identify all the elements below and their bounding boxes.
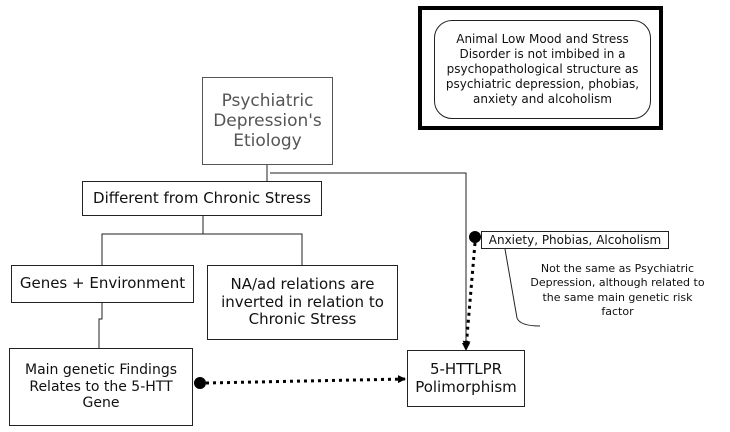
- chronic-stress-node: Different from Chronic Stress: [82, 181, 322, 216]
- callout-anxiety-note: [504, 248, 541, 327]
- not-same-note: Not the same as Psychiatric Depression, …: [530, 262, 705, 318]
- main-findings-node: Main genetic Findings Relates to the 5-H…: [9, 348, 193, 426]
- connector-genes-findings: [98, 303, 103, 348]
- genes-environment-node: Genes + Environment: [11, 265, 194, 303]
- anxiety-phobias-node: Anxiety, Phobias, Alcoholism: [481, 231, 669, 249]
- connector-anxiety-httlpr: [462, 242, 477, 349]
- etiology-node: Psychiatric Depression's Etiology: [202, 77, 333, 165]
- connector-chronic-branch: [101, 216, 303, 265]
- animal-mood-note: Animal Low Mood and Stress Disorder is n…: [434, 20, 651, 119]
- connector-findings-httlpr: [205, 375, 406, 385]
- connector-dot-findings: [194, 377, 206, 389]
- connector-dot-anxiety: [469, 231, 481, 243]
- httlpr-node: 5-HTTLPR Polimorphism: [407, 350, 525, 407]
- connector-etiology-httlpr: [270, 172, 470, 351]
- na-ad-relations-node: NA/ad relations are inverted in relation…: [207, 265, 398, 340]
